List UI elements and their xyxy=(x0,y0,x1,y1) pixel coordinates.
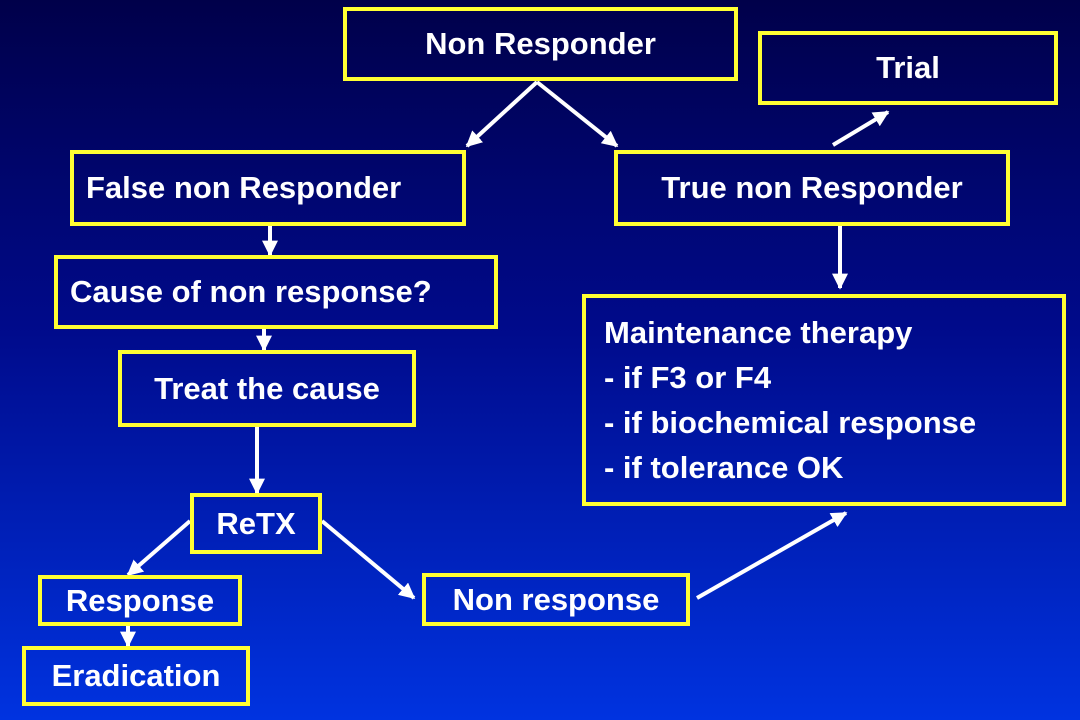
arrow-true-to-trial xyxy=(831,110,890,147)
arrow-nonresponder-to-false xyxy=(465,80,539,148)
trial-box: Trial xyxy=(758,31,1058,105)
false-non-responder-box: False non Responder xyxy=(70,150,466,226)
non-response-box: Non response xyxy=(422,573,690,626)
response-box: Response xyxy=(38,575,242,626)
cause-box: Cause of non response? xyxy=(54,255,498,329)
maintenance-title: Maintenance therapy xyxy=(604,315,913,350)
retx-box: ReTX xyxy=(190,493,322,554)
maintenance-item: - if tolerance OK xyxy=(604,450,844,485)
arrow-nonresponder-to-true xyxy=(535,80,619,148)
non-responder-box: Non Responder xyxy=(343,7,738,81)
arrow-nonresponse-to-maintenance xyxy=(696,511,848,600)
arrow-retx-to-nonresponse xyxy=(320,519,416,600)
true-non-responder-box: True non Responder xyxy=(614,150,1010,226)
maintenance-item: - if F3 or F4 xyxy=(604,360,772,395)
maintenance-therapy-box: Maintenance therapy - if F3 or F4 - if b… xyxy=(582,294,1066,506)
eradication-box: Eradication xyxy=(22,646,250,706)
arrow-retx-to-response xyxy=(126,519,192,577)
treat-cause-box: Treat the cause xyxy=(118,350,416,427)
maintenance-item: - if biochemical response xyxy=(604,405,977,440)
